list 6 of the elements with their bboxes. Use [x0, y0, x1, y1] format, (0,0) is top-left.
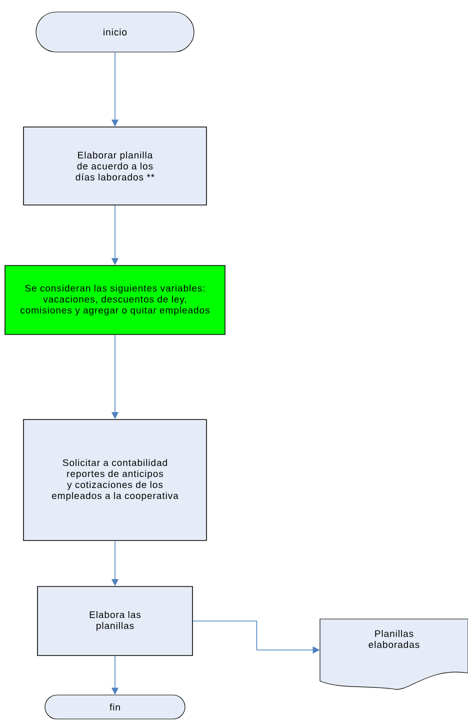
- process-box: Elaborar planilla de acuerdo a los días laborados **: [23, 126, 207, 206]
- process-box: Solicitar a contabilidad reportes de anticipos y cotizaciones de los empleados a la cooperativa: [23, 419, 207, 541]
- process-box: Se consideran las siguientes variables: vacaciones, descuentos de ley, comisiones y agregar o quitar empleados: [4, 265, 226, 335]
- end-terminal: fin: [44, 694, 186, 720]
- start-terminal: inicio: [36, 12, 194, 52]
- process-box: Elabora las planillas: [37, 586, 193, 656]
